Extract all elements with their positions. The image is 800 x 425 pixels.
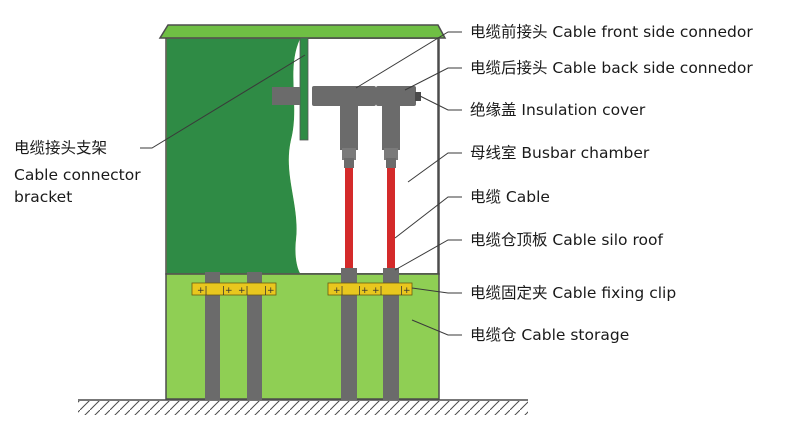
leader-lines: [140, 31, 462, 336]
svg-text:+|: +|: [238, 286, 249, 296]
label-silo-roof: 电缆仓顶板 Cable silo roof: [470, 231, 663, 249]
svg-text:+|: +|: [333, 286, 344, 296]
cable-back-connector: [376, 86, 416, 168]
cable-lower-3: [341, 268, 357, 400]
label-cable-storage: 电缆仓 Cable storage: [470, 326, 630, 344]
cable-front-connector: [312, 86, 376, 168]
cable-lower-1: [205, 272, 220, 400]
connector-bracket: [299, 37, 309, 141]
bracket-mount-block: [272, 87, 300, 105]
cable-lower-4: [383, 268, 399, 400]
label-busbar-chamber: 母线室 Busbar chamber: [470, 144, 650, 162]
label-cable: 电缆 Cable: [470, 188, 550, 206]
label-insulation-cover: 绝缘盖 Insulation cover: [470, 101, 646, 119]
cable-back: [387, 168, 395, 270]
svg-text:+|: +|: [372, 286, 383, 296]
label-bracket-en-2: bracket: [14, 188, 73, 206]
insulation-cover: [415, 92, 421, 101]
svg-text:|+: |+: [264, 286, 275, 296]
cable-lower-2: [247, 272, 262, 400]
svg-text:+|: +|: [197, 286, 208, 296]
cable-fixing-clip-right: +| |+ +| |+: [327, 282, 413, 296]
svg-text:|+: |+: [222, 286, 233, 296]
label-bracket-en-1: Cable connector: [14, 166, 141, 184]
cable-front: [345, 168, 353, 270]
label-bracket-cn: 电缆接头支架: [14, 139, 108, 157]
cabinet-roof: [158, 24, 447, 39]
label-fixing-clip: 电缆固定夹 Cable fixing clip: [470, 284, 677, 302]
label-front-connector: 电缆前接头 Cable front side connedor: [470, 23, 753, 41]
svg-text:|+: |+: [358, 286, 369, 296]
svg-text:|+: |+: [400, 286, 411, 296]
side-wall-shading: [167, 39, 300, 273]
label-back-connector: 电缆后接头 Cable back side connedor: [470, 59, 753, 77]
cable-fixing-clip-left: +| |+ +| |+: [191, 282, 277, 296]
busbar-chamber-space: [288, 39, 438, 273]
ground: [78, 399, 528, 415]
